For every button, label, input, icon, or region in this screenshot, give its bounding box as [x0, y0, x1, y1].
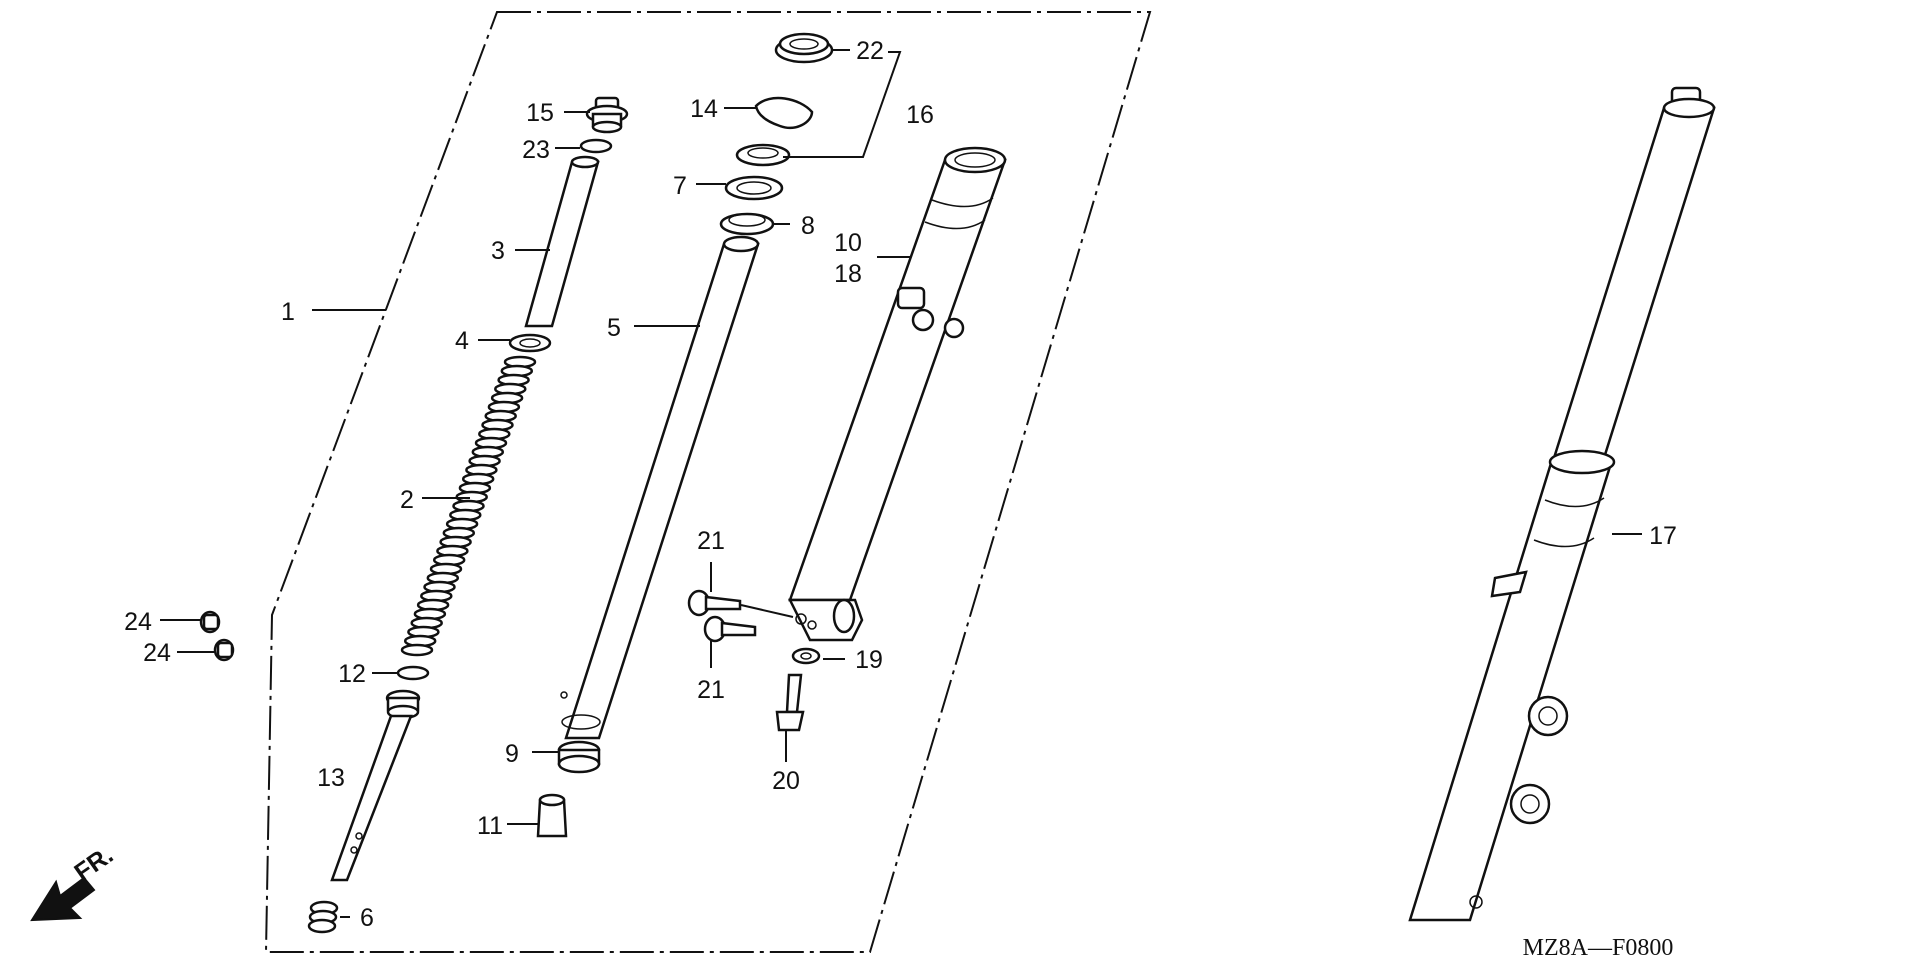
- part-rebound-spring[interactable]: [307, 900, 339, 934]
- callout-2: 2: [400, 486, 414, 514]
- part-guide-bushing[interactable]: [719, 212, 775, 236]
- callout-24-lower: 24: [143, 639, 171, 667]
- part-slider-bushing[interactable]: [557, 740, 601, 774]
- part-fork-pipe[interactable]: [560, 235, 760, 740]
- callout-6: 6: [360, 904, 374, 932]
- spring-coil: [400, 643, 434, 657]
- callout-11: 11: [477, 812, 503, 840]
- part-spacer-collar[interactable]: [524, 155, 600, 328]
- callout-1: 1: [281, 298, 295, 326]
- callout-5: 5: [607, 314, 621, 342]
- callout-17: 17: [1649, 522, 1677, 550]
- callout-24-upper: 24: [124, 608, 152, 636]
- part-sealing-washer[interactable]: [791, 647, 821, 665]
- front-direction-indicator: FR.: [30, 841, 118, 922]
- callout-7: 7: [673, 172, 687, 200]
- part-oil-seal[interactable]: [735, 143, 791, 167]
- part-dust-seal[interactable]: [774, 32, 834, 64]
- callout-22: 22: [856, 37, 884, 65]
- part-plug-lower[interactable]: [213, 638, 235, 662]
- part-o-ring[interactable]: [579, 138, 613, 154]
- front-direction-label: FR.: [69, 841, 118, 887]
- part-fork-assembly[interactable]: [1408, 86, 1716, 922]
- callout-18: 18: [834, 260, 862, 288]
- assembly-boundary: [264, 11, 1152, 953]
- callout-21-upper: 21: [697, 527, 725, 555]
- leader-lines: [160, 49, 1642, 918]
- part-piston-ring[interactable]: [396, 665, 430, 681]
- callout-3: 3: [491, 237, 505, 265]
- part-damper-rod[interactable]: [330, 689, 421, 882]
- part-plug-upper[interactable]: [199, 610, 221, 634]
- callout-10: 10: [834, 229, 862, 257]
- part-oil-lock-piece[interactable]: [536, 793, 568, 838]
- part-socket-bolt-lower[interactable]: [703, 615, 757, 643]
- callout-21-lower: 21: [697, 676, 725, 704]
- callout-19: 19: [855, 646, 883, 674]
- part-fork-spring[interactable]: [400, 355, 537, 657]
- callout-14: 14: [690, 95, 718, 123]
- part-fork-slider[interactable]: [787, 146, 1007, 642]
- part-socket-bolt-upper[interactable]: [687, 589, 742, 617]
- callout-4: 4: [455, 327, 469, 355]
- callout-9: 9: [505, 740, 519, 768]
- callout-8: 8: [801, 212, 815, 240]
- callout-16: 16: [906, 101, 934, 129]
- part-back-up-ring[interactable]: [724, 175, 784, 201]
- callout-13: 13: [317, 764, 345, 792]
- diagram-code: MZ8A—F0800: [1523, 935, 1674, 959]
- part-fork-bolt[interactable]: [585, 96, 629, 134]
- part-spring-seat[interactable]: [508, 333, 552, 353]
- part-socket-bolt-bottom[interactable]: [775, 673, 805, 732]
- callout-15: 15: [526, 99, 554, 127]
- part-stopper-ring[interactable]: [754, 96, 814, 129]
- callout-12: 12: [338, 660, 366, 688]
- callout-23: 23: [522, 136, 550, 164]
- callout-20: 20: [772, 767, 800, 795]
- front-arrow-icon: [30, 876, 96, 922]
